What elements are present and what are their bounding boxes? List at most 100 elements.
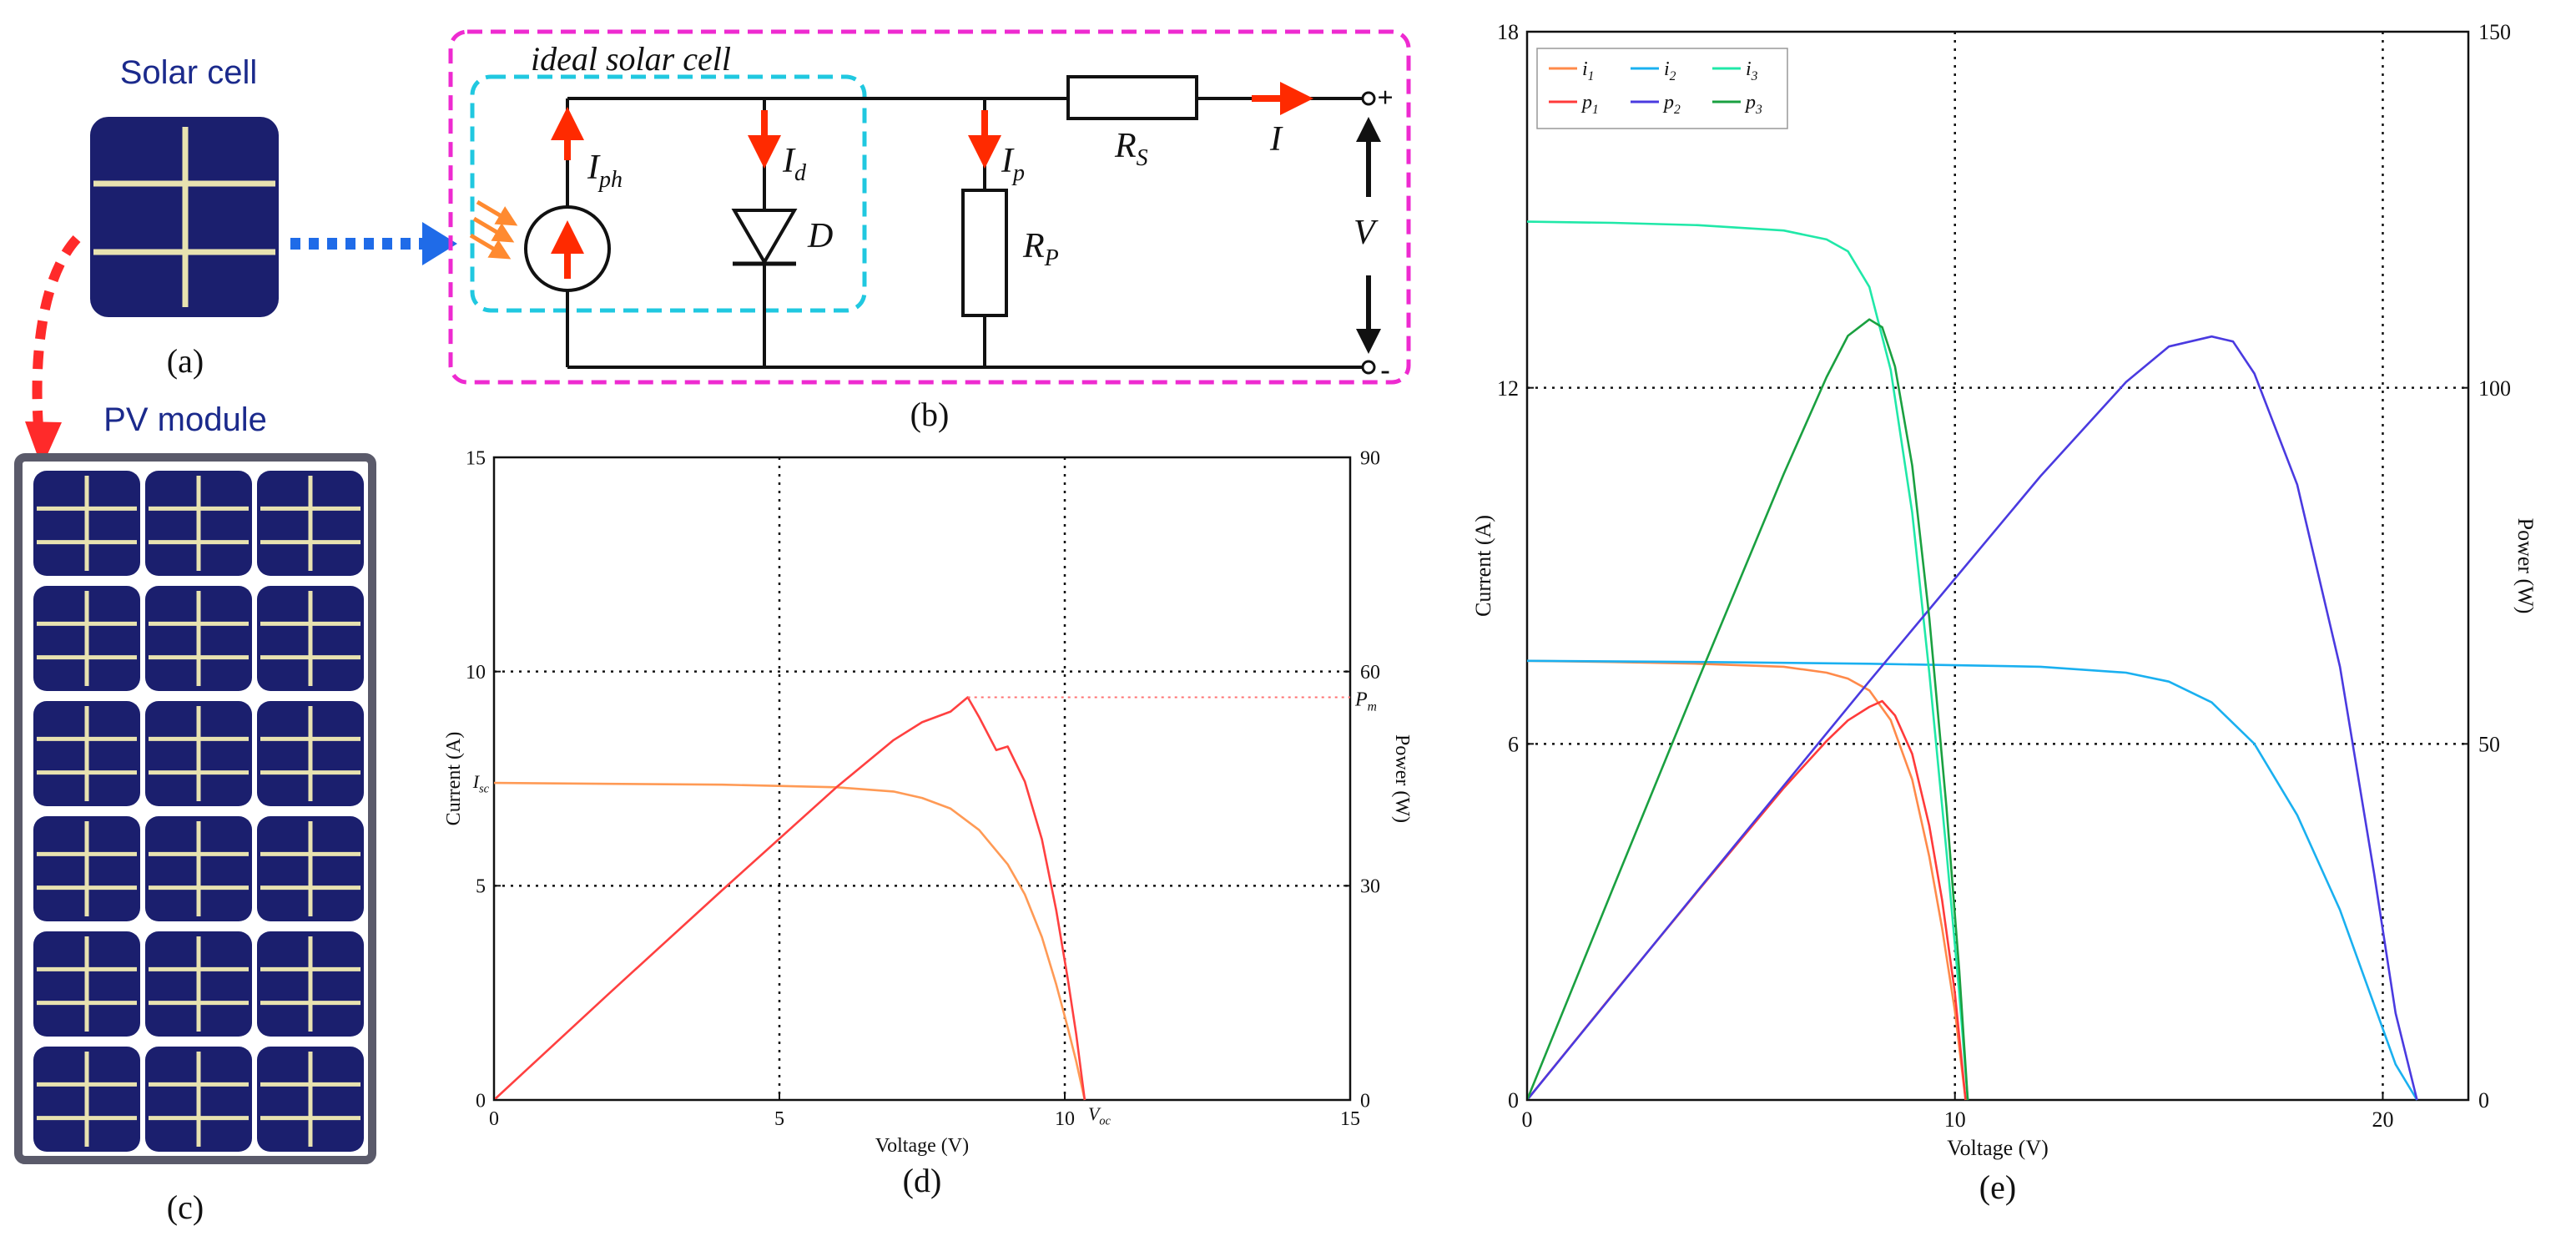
y-tick-label: 18	[1497, 20, 1519, 44]
caption-a: (a)	[167, 342, 204, 380]
solar-cell-title: Solar cell	[120, 54, 258, 91]
x-axis-label: Voltage (V)	[875, 1135, 969, 1157]
legend-label: p1	[1580, 92, 1599, 117]
y-right-axis-label: Power (W)	[1391, 734, 1413, 823]
label-rp: RP	[1022, 227, 1059, 271]
pv-cell	[257, 586, 364, 691]
pv-cell-grid	[33, 471, 364, 1152]
y-right-axis-label: Power (W)	[2513, 518, 2538, 614]
x-tick-label: 5	[774, 1108, 784, 1130]
resistor-rp	[961, 189, 1008, 317]
legend-label: p3	[1744, 92, 1762, 117]
caption-b: (b)	[910, 396, 950, 433]
caption-c: (c)	[167, 1188, 204, 1226]
y-right-tick-label: 0	[2478, 1088, 2489, 1112]
x-tick-label: 0	[1522, 1107, 1533, 1132]
pv-cell	[33, 471, 140, 576]
label-rs: RS	[1114, 127, 1148, 171]
pv-cell	[145, 586, 252, 691]
legend-label: p2	[1662, 92, 1681, 117]
chart-caption: (d)	[903, 1162, 942, 1199]
current-source	[524, 205, 611, 292]
label-iph: Iph	[587, 149, 623, 193]
pv-cell	[145, 701, 252, 806]
chart-caption: (e)	[1979, 1168, 2016, 1206]
pv-cell	[257, 701, 364, 806]
panel-c: PV module (c)	[14, 401, 376, 1226]
y-tick-label: 15	[466, 447, 486, 469]
pv-cell	[145, 471, 252, 576]
series-line-3	[1526, 220, 1969, 1101]
plus-terminal: +	[1377, 83, 1393, 114]
label-d: D	[807, 217, 833, 255]
pv-cell	[257, 816, 364, 921]
diode-icon	[731, 209, 798, 266]
series-line-6	[1525, 318, 1969, 1101]
resistor-rs	[1066, 75, 1198, 120]
x-tick-label: 15	[1340, 1108, 1360, 1130]
legend-item: p2	[1631, 92, 1681, 117]
x-tick-label: 0	[489, 1108, 499, 1130]
series-line-1	[1526, 659, 1967, 1101]
pv-cell	[33, 816, 140, 921]
connector-arrow-a-to-b	[290, 222, 457, 265]
y-tick-label: 0	[1508, 1088, 1519, 1112]
y-right-tick-label: 30	[1360, 876, 1380, 898]
legend-box	[1536, 48, 1788, 129]
x-tick-label: 20	[2372, 1107, 2393, 1132]
pv-cell	[145, 931, 252, 1037]
x-axis-label: Voltage (V)	[1947, 1136, 2049, 1160]
pv-cell	[145, 816, 252, 921]
y-right-tick-label: 150	[2478, 20, 2511, 44]
solar-cell-icon	[90, 117, 279, 317]
connector-arrow-a-to-c	[25, 235, 81, 467]
y-tick-label: 6	[1508, 732, 1519, 756]
pv-cell	[33, 931, 140, 1037]
pv-cell	[257, 471, 364, 576]
series-line-2	[1526, 659, 2418, 1101]
plot-frame	[1525, 30, 2470, 1102]
annotation-isc: Isc	[472, 771, 490, 796]
series-line-2	[493, 696, 1086, 1101]
label-ip: Ip	[1001, 142, 1025, 186]
pv-cell	[145, 1047, 252, 1152]
circuit-border	[448, 29, 1411, 385]
y-right-tick-label: 60	[1360, 662, 1380, 684]
pv-cell	[33, 586, 140, 691]
label-v: V	[1354, 214, 1379, 252]
y-right-tick-label: 100	[2478, 376, 2511, 401]
ideal-solar-cell-label: ideal solar cell	[531, 40, 731, 78]
series-line-4	[1525, 699, 1967, 1101]
legend-label: i1	[1582, 58, 1594, 83]
y-tick-label: 10	[466, 662, 486, 684]
legend-item: i1	[1549, 58, 1594, 83]
annotation-pm: Pm	[1354, 689, 1377, 714]
series-line-1	[493, 781, 1086, 1101]
y-tick-label: 5	[476, 876, 486, 898]
light-rays-icon	[469, 199, 518, 260]
pv-cell	[257, 1047, 364, 1152]
pv-module-title: PV module	[103, 401, 267, 438]
pv-cell	[33, 701, 140, 806]
label-i: I	[1269, 120, 1283, 159]
pv-cell	[33, 1047, 140, 1152]
x-tick-label: 10	[1944, 1107, 1966, 1132]
pv-cell	[257, 931, 364, 1037]
minus-terminal: -	[1380, 355, 1389, 386]
legend: i1 i2 i3 p1 p2 p3	[1536, 48, 1788, 129]
ideal-cell-box	[470, 74, 867, 313]
y-right-tick-label: 90	[1360, 447, 1380, 469]
legend-item: p3	[1712, 92, 1762, 117]
legend-label: i2	[1664, 58, 1676, 83]
label-id: Id	[782, 142, 807, 186]
y-axis-label: Current (A)	[443, 732, 465, 826]
legend-item: i3	[1712, 58, 1758, 83]
y-tick-label: 0	[476, 1090, 486, 1112]
legend-item: i2	[1631, 58, 1676, 83]
y-tick-label: 12	[1497, 376, 1519, 401]
series-line-5	[1525, 335, 2418, 1101]
annotation-voc: Voc	[1088, 1103, 1112, 1128]
